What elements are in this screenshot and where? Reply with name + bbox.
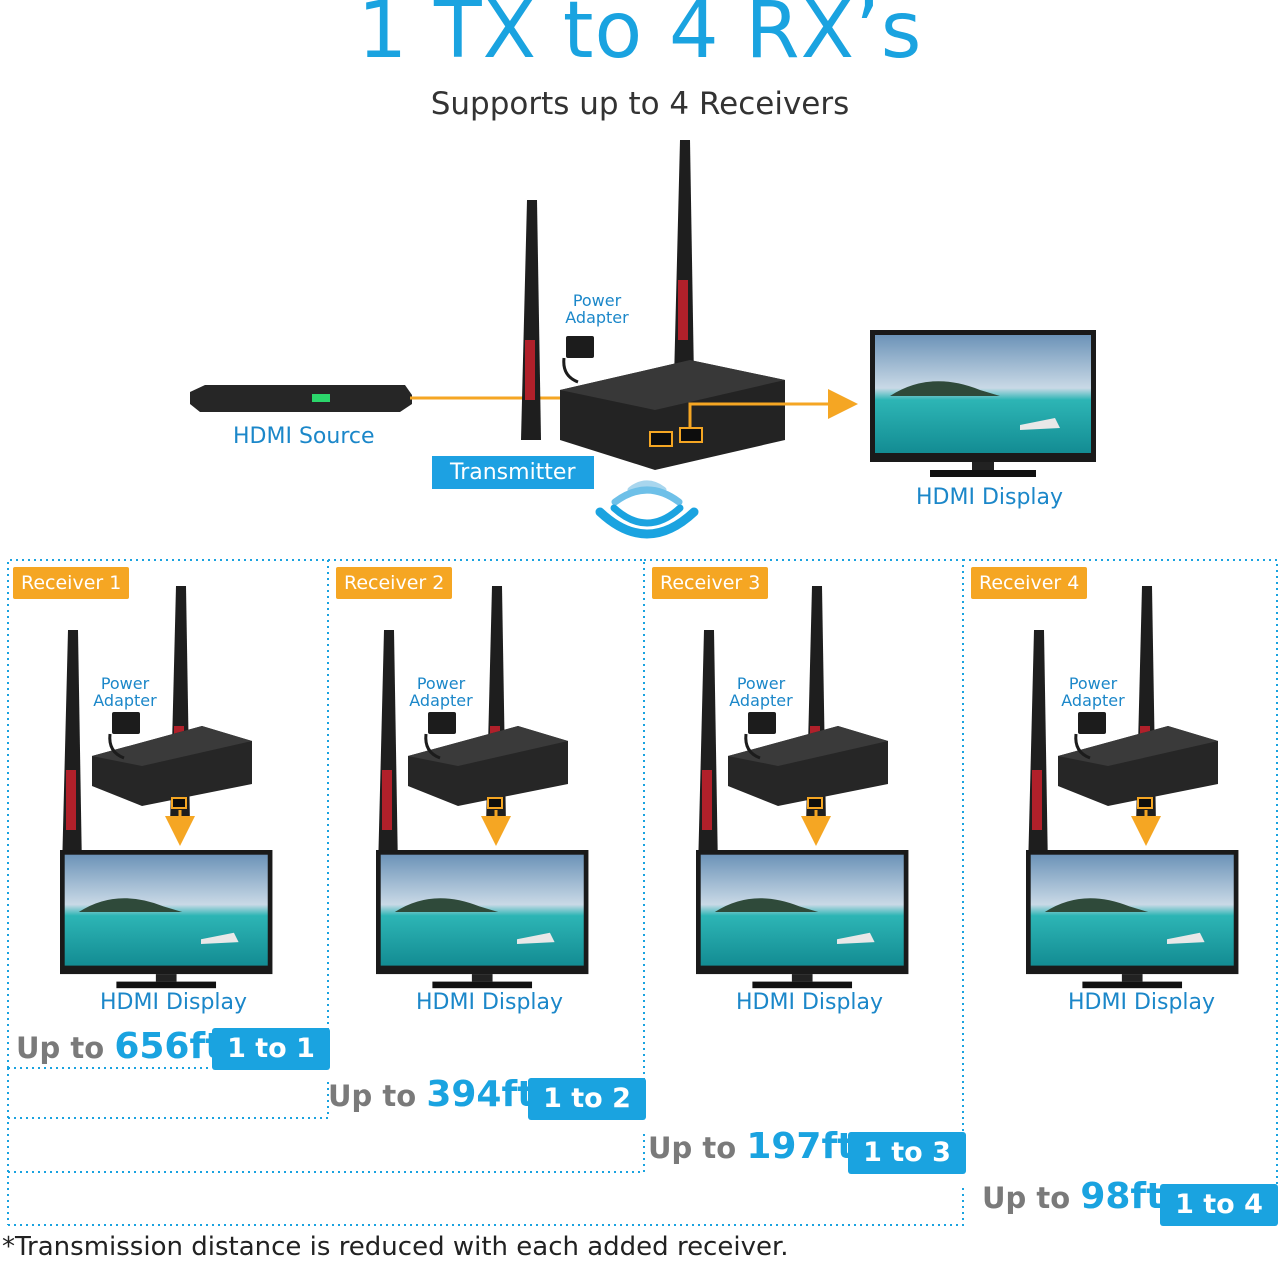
receiver-4-display-label: HDMI Display <box>1068 990 1216 1015</box>
receiver-3-tag: Receiver 3 <box>652 567 769 599</box>
receiver-1-tag: Receiver 1 <box>13 567 130 599</box>
distance-1-prefix: Up to <box>16 1031 105 1065</box>
distance-2: Up to 394ft <box>328 1074 534 1115</box>
footnote: *Transmission distance is reduced with e… <box>2 1232 789 1262</box>
transmitter-device <box>521 140 785 470</box>
ratio-badge-1: 1 to 1 <box>212 1028 330 1070</box>
receiver-3-power-label: Power Adapter <box>706 675 816 709</box>
distance-4-value: 98ft <box>1080 1176 1164 1217</box>
hdmi-display-icon <box>696 850 909 989</box>
distance-1-value: 656ft <box>114 1026 223 1067</box>
ratio-badge-4: 1 to 4 <box>1160 1184 1278 1226</box>
receiver-2-graphic <box>376 586 589 989</box>
distance-3-value: 197ft <box>746 1126 855 1167</box>
rx3-power-line2: Adapter <box>729 691 793 710</box>
tx-power-adapter-label: Power Adapter <box>542 292 652 326</box>
page-subtitle: Supports up to 4 Receivers <box>430 86 850 122</box>
receiver-1-graphic <box>60 586 273 989</box>
hdmi-display-icon <box>376 850 589 989</box>
page-title: 1 TX to 4 RX’s <box>357 0 923 76</box>
wireless-signal-icon <box>595 480 699 539</box>
rx2-power-line2: Adapter <box>409 691 473 710</box>
receiver-1-display-label: HDMI Display <box>100 990 248 1015</box>
receiver-3-graphic <box>696 586 909 989</box>
distance-4: Up to 98ft <box>982 1176 1163 1217</box>
distance-3-prefix: Up to <box>648 1131 737 1165</box>
rx3-power-line1: Power <box>736 674 786 693</box>
ratio-badge-3: 1 to 3 <box>848 1132 966 1174</box>
receiver-3-display-label: HDMI Display <box>736 990 884 1015</box>
distance-4-prefix: Up to <box>982 1181 1071 1215</box>
distance-1: Up to 656ft <box>16 1026 222 1067</box>
rx1-power-line2: Adapter <box>93 691 157 710</box>
tx-hdmi-display-label: HDMI Display <box>916 485 1064 510</box>
receiver-4-power-label: Power Adapter <box>1038 675 1148 709</box>
distance-3: Up to 197ft <box>648 1126 854 1167</box>
receiver-4-graphic <box>1026 586 1239 989</box>
hdmi-source-label: HDMI Source <box>233 424 375 449</box>
distance-2-value: 394ft <box>426 1074 535 1115</box>
receiver-4-tag: Receiver 4 <box>971 567 1088 599</box>
rx4-power-line1: Power <box>1068 674 1118 693</box>
power-adapter-icon <box>562 334 596 384</box>
receiver-1-power-label: Power Adapter <box>70 675 180 709</box>
blu-ray-player-icon <box>190 385 412 412</box>
transmitter-label: Transmitter <box>432 456 594 489</box>
range-boundaries <box>7 559 1278 1226</box>
receiver-2-display-label: HDMI Display <box>416 990 564 1015</box>
distance-2-prefix: Up to <box>328 1079 417 1113</box>
hdmi-display-icon <box>1026 850 1239 989</box>
tx-power-line1: Power <box>572 291 622 310</box>
receiver-2-tag: Receiver 2 <box>336 567 453 599</box>
tx-power-line2: Adapter <box>565 308 629 327</box>
ratio-badge-2: 1 to 2 <box>528 1078 646 1120</box>
hdmi-display-icon <box>60 850 273 989</box>
rx4-power-line2: Adapter <box>1061 691 1125 710</box>
rx1-power-line1: Power <box>100 674 150 693</box>
hdmi-display-icon <box>870 330 1096 477</box>
receiver-2-power-label: Power Adapter <box>386 675 496 709</box>
rx2-power-line1: Power <box>416 674 466 693</box>
